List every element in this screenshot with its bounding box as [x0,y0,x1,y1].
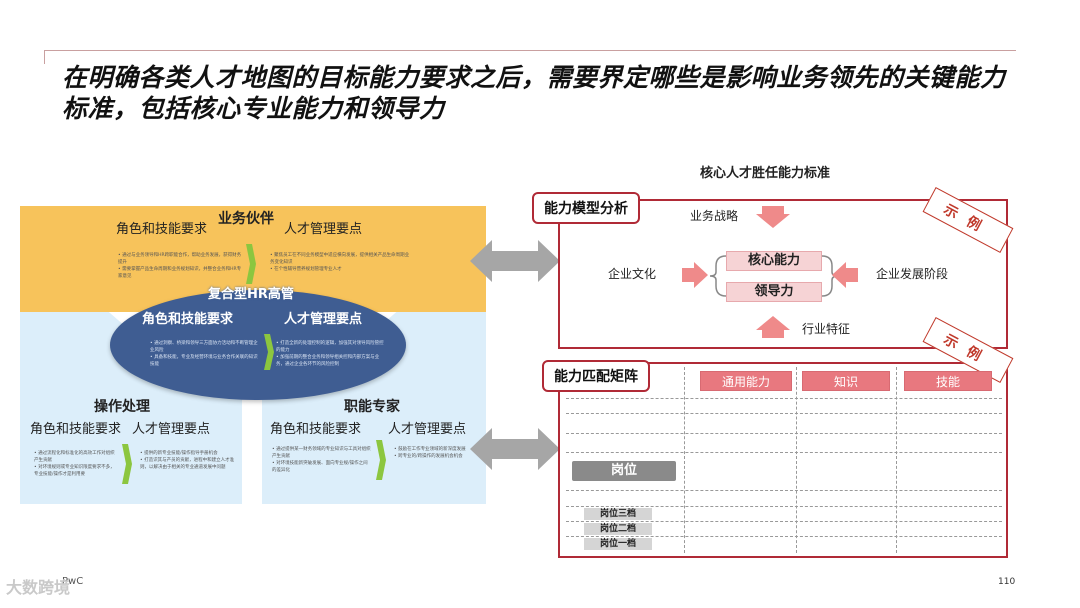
matrix-vline [896,367,897,553]
center-role-text: • 通过洞察、桥梁和领导三方面协力活动和不断管理企业风险 • 具备和技能，专业及… [150,341,258,367]
down-arrow-icon [756,206,790,228]
center-role-header: 角色和技能要求 [142,312,234,327]
competency-model-box [558,199,1008,349]
matrix-hline [566,433,1002,434]
bp-chevron-icon [246,244,256,284]
matrix-header-general: 通用能力 [700,371,792,391]
bp-role-text: • 通过与业务领导和HR跨职能合作，帮助业务发展，获得财务提升 • 需要掌握产品… [118,253,242,279]
fe-role-header: 角色和技能要求 [270,422,362,437]
position-level-1: 岗位一档 [584,538,652,550]
matrix-hline [566,521,1002,522]
matrix-vline [796,367,797,553]
matrix-hline [566,452,1002,453]
bp-talent-text: • 聚焦员工在不同业务模型中适应横向发展，提供相关产品生命周期业务变化知识 • … [270,253,410,272]
center-talent-header: 人才管理要点 [284,312,363,327]
composite-hr-executive-ellipse [110,290,406,400]
ops-talent-text: • 提供的新专业技能/操作指导手册机会 • 打造识其与产员的贡献，进程中和建立人… [140,451,235,470]
double-arrow-icon [470,240,560,282]
fe-chevron-icon [376,440,386,480]
ops-talent-header: 人才管理要点 [132,422,211,437]
matrix-hline [566,536,1002,537]
fe-role-text: • 通过提供某一财务领域的专业知识与工具对组织产生贡献 • 对环境技能新突破发展… [272,447,371,473]
left-arrow-icon [832,262,858,288]
left-bracket-icon [709,255,727,297]
competency-matrix-box [558,362,1008,558]
page-number: 110 [998,577,1016,587]
ops-role-header: 角色和技能要求 [30,422,122,437]
matrix-hline [566,398,1002,399]
up-arrow-icon [756,316,790,338]
position-level-2: 岗位二档 [584,523,652,535]
corporate-culture-label: 企业文化 [608,267,657,281]
ops-chevron-icon [122,444,132,484]
page-title: 在明确各类人才地图的目标能力要求之后，需要界定哪些是影响业务领先的关键能力标准，… [62,63,1006,123]
title-rule [44,50,1016,51]
competency-standard-heading: 核心人才胜任能力标准 [700,166,831,181]
matrix-vline [684,367,685,553]
watermark: 大数跨境 [6,578,71,597]
title-rule-tick [44,50,45,64]
leadership-box: 领导力 [726,282,822,302]
competency-model-tag: 能力模型分析 [532,192,640,224]
fe-talent-header: 人才管理要点 [388,422,467,437]
center-talent-text: • 打造全新的处理控制的逻辑，加强其对领导风险管控的能力 • 加强前期的整合业务… [276,341,384,367]
bp-role-header: 角色和技能要求 [116,222,208,237]
brand-label: PwC [62,576,84,587]
ops-role-text: • 通过流程化和标准化的高效工作对组织产生贡献 • 对环境规则或专业知识限度要求… [34,451,115,477]
business-partner-title: 业务伙伴 [218,211,274,227]
matrix-header-knowledge: 知识 [802,371,890,391]
matrix-hline [566,413,1002,414]
position-label: 岗位 [572,461,676,481]
functional-expert-title: 职能专家 [344,399,400,415]
development-stage-label: 企业发展阶段 [876,267,949,281]
matrix-hline [566,490,1002,491]
position-level-3: 岗位三档 [584,508,652,520]
operations-title: 操作处理 [94,399,150,415]
business-partner-quadrant [20,206,486,358]
matrix-header-skill: 技能 [904,371,992,391]
business-strategy-label: 业务战略 [690,209,739,223]
matrix-hline [566,506,1002,507]
core-competency-box: 核心能力 [726,251,822,271]
right-arrow-icon [682,262,708,288]
competency-matrix-tag: 能力匹配矩阵 [542,360,650,392]
center-chevron-icon [264,334,274,370]
fe-talent-text: • 鼓励在工作专业领域的新深度发展 • 跨专业的/跨操作的发展机会机会 [394,447,466,459]
composite-hr-title: 复合型HR高管 [208,287,294,302]
industry-feature-label: 行业特征 [802,322,851,336]
double-arrow-icon [470,428,560,470]
bp-talent-header: 人才管理要点 [284,222,363,237]
